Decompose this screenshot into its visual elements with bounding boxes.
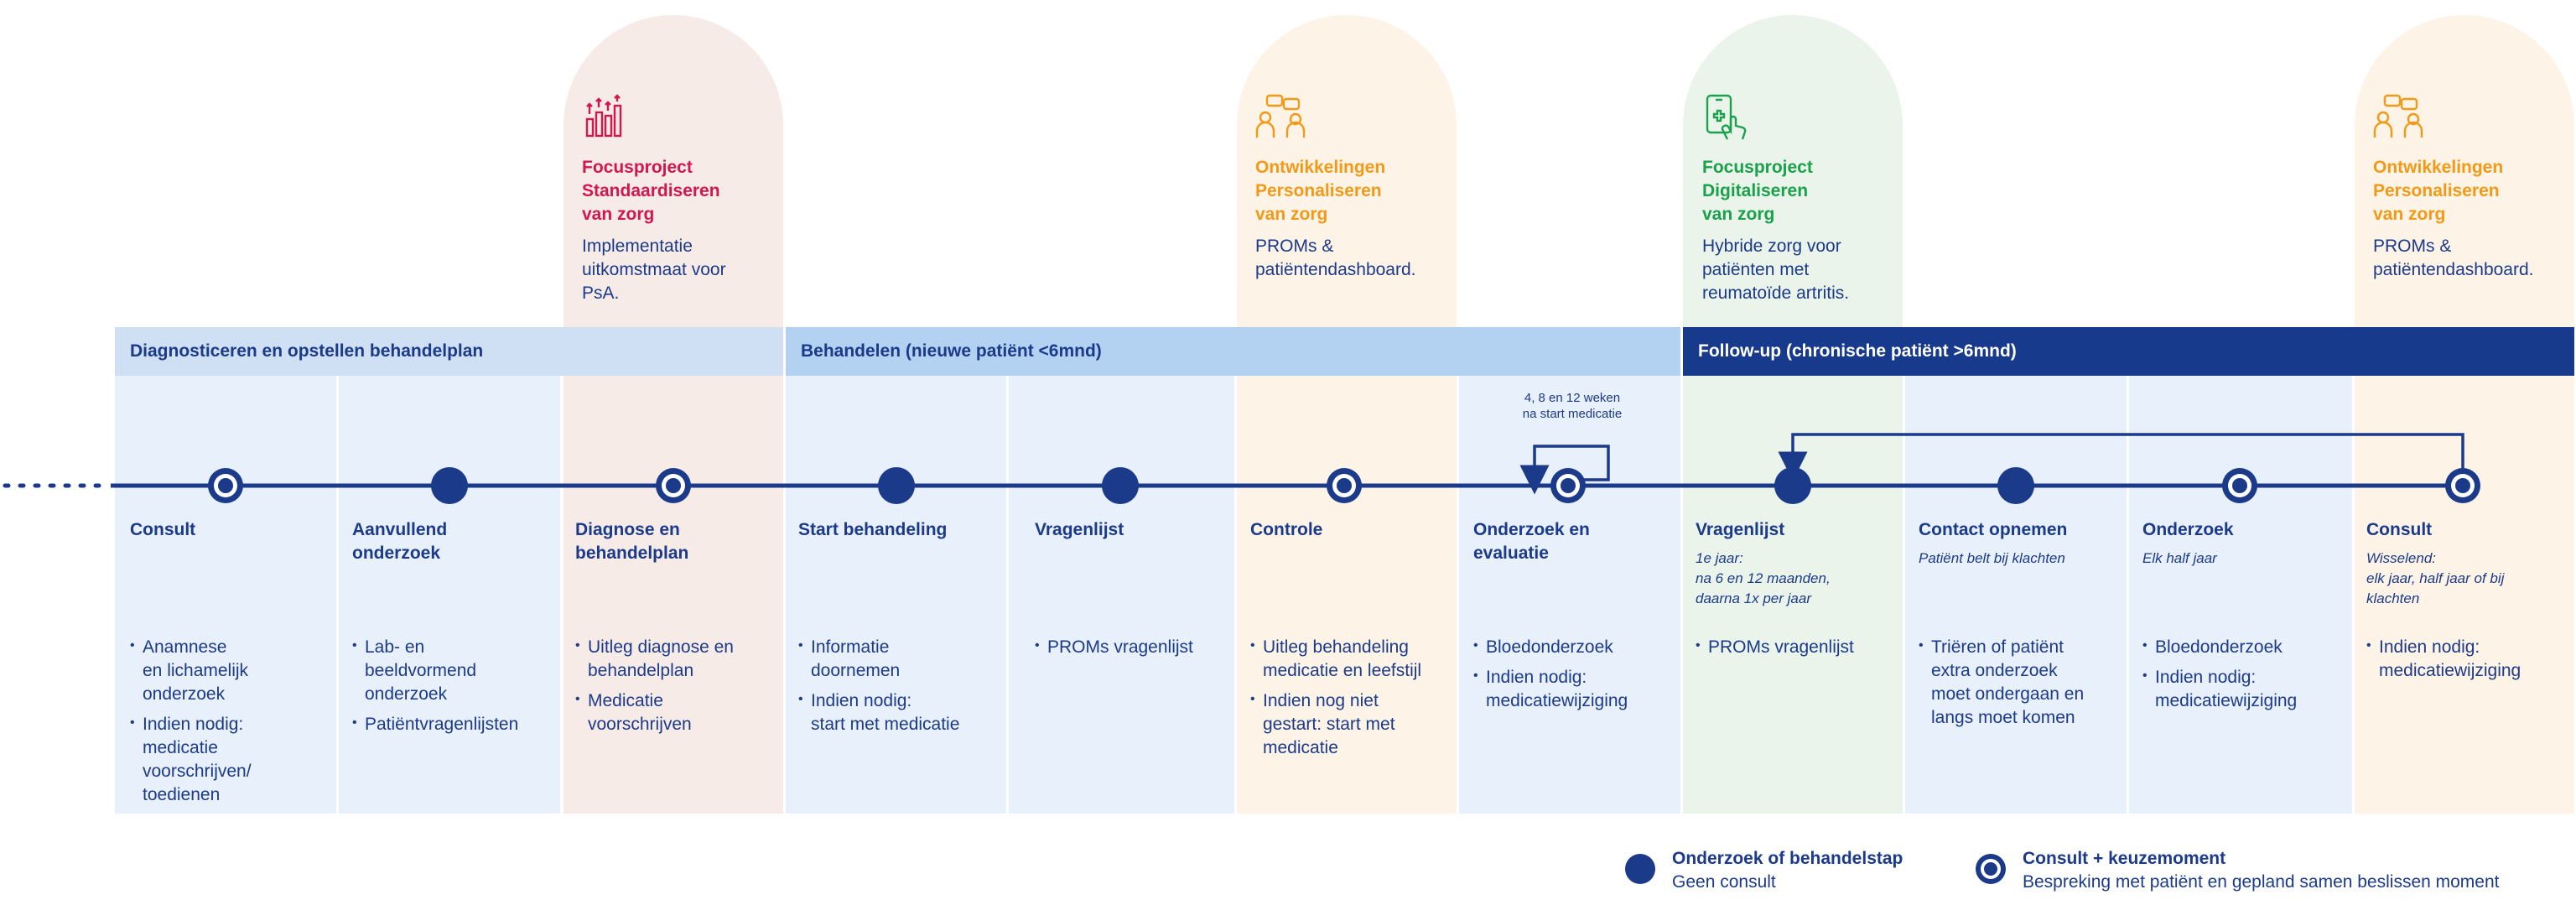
project-description: PROMs &patiëntendashboard. — [1255, 237, 1416, 279]
project-description: PROMs &patiëntendashboard. — [2373, 237, 2534, 279]
step-bullets: Bloedonderzoek Indien nodig:medicatiewij… — [2142, 634, 2340, 720]
step-marker-ring — [2445, 468, 2480, 503]
step-marker-ring — [1327, 468, 1362, 503]
list-item: PROMs vragenlijst — [1035, 634, 1232, 659]
legend-item-dot: Onderzoek of behandelstap Geen consult — [1672, 849, 1903, 892]
step-marker-ring — [2222, 468, 2257, 503]
phase-header-diagnosticeren: Diagnosticeren en opstellen behandelplan — [115, 327, 783, 376]
step-note: 1e jaar:na 6 en 12 maanden,daarna 1x per… — [1696, 550, 1831, 606]
step-note: Patiënt belt bij klachten — [1919, 550, 2065, 566]
legend-ring-marker — [1976, 854, 2006, 884]
list-item: Bloedonderzoek — [1473, 634, 1670, 659]
step-title: Contact opnemen — [1919, 520, 2068, 539]
step-title: Vragenlijst — [1696, 520, 1785, 539]
list-item: Indien nodig:medicatiewijziging — [2142, 664, 2340, 713]
legend-dot-marker — [1625, 854, 1655, 884]
list-item: Indien nodig:medicatiewijziging — [2366, 634, 2563, 683]
step-title: Consult — [130, 520, 196, 539]
list-item: Indien nodig:medicatievoorschrijven/toed… — [130, 711, 327, 807]
step-title: Consult — [2366, 520, 2433, 539]
list-item: Indien nodig:start met medicatie — [798, 688, 995, 736]
column-bg — [2129, 376, 2352, 814]
follow-up-loop-arrow — [1778, 433, 2464, 481]
column-bg — [1905, 376, 2127, 814]
people-chat-icon — [1255, 94, 1306, 138]
phase-header-behandelen: Behandelen (nieuwe patiënt <6mnd) — [786, 327, 1680, 376]
column-bg — [1459, 376, 1680, 814]
step-marker-ring — [208, 468, 243, 503]
column-bg — [564, 376, 783, 814]
step-marker-dot — [1774, 467, 1811, 504]
list-item: Indien nodig:medicatiewijziging — [1473, 664, 1670, 713]
column-bg — [786, 376, 1006, 814]
bar-chart-icon — [585, 94, 622, 138]
step-bullets: PROMs vragenlijst — [1035, 634, 1232, 666]
legend-item-ring: Consult + keuzemoment Bespreking met pat… — [2023, 849, 2500, 892]
step-marker-ring — [1550, 468, 1586, 503]
focus-area-standaardiseren — [564, 15, 783, 327]
step-bullets: Bloedonderzoek Indien nodig:medicatiewij… — [1473, 634, 1670, 720]
mobile-health-icon — [1706, 94, 1747, 140]
step-bullets: PROMs vragenlijst — [1696, 634, 1893, 666]
timeline — [3, 433, 2480, 504]
legend: Onderzoek of behandelstap Geen consult C… — [1623, 847, 2576, 901]
list-item: Bloedonderzoek — [2142, 634, 2340, 659]
list-item: PROMs vragenlijst — [1696, 634, 1893, 659]
column-bg — [2355, 376, 2574, 814]
step-title: Vragenlijst — [1035, 520, 1124, 539]
step-bullets: Indien nodig:medicatiewijziging — [2366, 634, 2563, 689]
step-marker-ring — [656, 468, 691, 503]
step-note: Elk half jaar — [2142, 550, 2217, 566]
column-bg — [1009, 376, 1234, 814]
focus-area-personaliseren-1 — [1237, 15, 1457, 327]
step-marker-dot — [1997, 467, 2034, 504]
step-title: Start behandeling — [798, 520, 948, 539]
focus-area-personaliseren-2 — [2355, 15, 2574, 327]
step-marker-dot — [1102, 467, 1139, 504]
people-chat-icon — [2373, 94, 2423, 138]
list-item: Patiëntvragenlijsten — [352, 711, 549, 736]
step-title: Controle — [1250, 520, 1323, 539]
column-bg — [339, 376, 560, 814]
phase-header-follow-up: Follow-up (chronische patiënt >6mnd) — [1683, 327, 2574, 376]
step-marker-dot — [431, 467, 468, 504]
step-marker-dot — [878, 467, 915, 504]
step-title: Onderzoek — [2142, 520, 2234, 539]
focus-area-digitaliseren — [1683, 15, 1903, 327]
